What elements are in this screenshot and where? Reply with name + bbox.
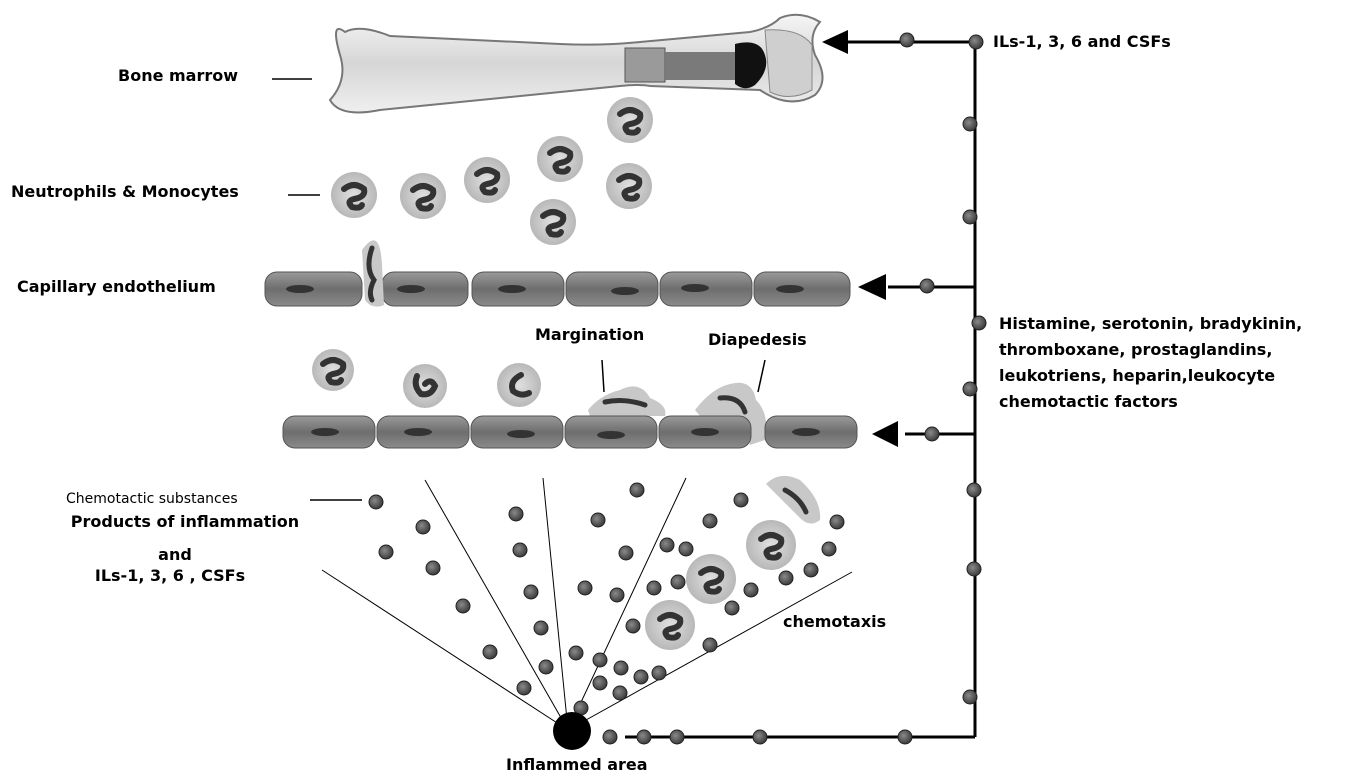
chemical-dot bbox=[671, 575, 685, 589]
chemical-dot bbox=[593, 676, 607, 690]
products-label-line2: and bbox=[120, 545, 230, 566]
chemical-dot bbox=[963, 690, 977, 704]
margination-label: Margination bbox=[535, 325, 644, 346]
chemical-dot bbox=[920, 279, 934, 293]
chemical-dot bbox=[578, 581, 592, 595]
upper-endothelium bbox=[265, 240, 850, 306]
chemical-dot bbox=[603, 730, 617, 744]
chemical-dot bbox=[456, 599, 470, 613]
chemical-dot bbox=[647, 581, 661, 595]
cell bbox=[403, 364, 447, 408]
chemical-dot bbox=[670, 730, 684, 744]
chemical-dot bbox=[593, 653, 607, 667]
chemical-dot bbox=[637, 730, 651, 744]
chemical-dot bbox=[967, 483, 981, 497]
chemical-dot bbox=[967, 562, 981, 576]
chemical-dot bbox=[569, 646, 583, 660]
cell bbox=[464, 157, 510, 203]
arrow-to-lower-endothelium bbox=[872, 421, 898, 447]
bone-marrow-label: Bone marrow bbox=[118, 66, 238, 87]
chemical-dot bbox=[634, 670, 648, 684]
chemical-dot bbox=[613, 686, 627, 700]
chemical-dot bbox=[513, 543, 527, 557]
chemical-dot bbox=[610, 588, 624, 602]
chemical-dot bbox=[963, 382, 977, 396]
products-label-line3: ILs-1, 3, 6 , CSFs bbox=[70, 566, 270, 587]
mediators-label-line4: chemotactic factors bbox=[999, 392, 1178, 413]
chemical-dot bbox=[524, 585, 538, 599]
arrow-to-bone bbox=[822, 30, 848, 54]
chemical-dot bbox=[830, 515, 844, 529]
neutrophils-label: Neutrophils & Monocytes bbox=[11, 182, 239, 203]
chemical-dot bbox=[744, 583, 758, 597]
chemical-dot bbox=[753, 730, 767, 744]
diffusion-fan-lines bbox=[322, 478, 852, 730]
lower-endothelium bbox=[283, 416, 857, 448]
chemical-dot bbox=[660, 538, 674, 552]
chemical-dot bbox=[822, 542, 836, 556]
chemical-dot bbox=[483, 645, 497, 659]
chemical-dot bbox=[509, 507, 523, 521]
chemical-dot bbox=[972, 316, 986, 330]
margination-pointer bbox=[602, 360, 604, 392]
cell bbox=[530, 199, 576, 245]
chemical-dot bbox=[900, 33, 914, 47]
chemical-dot bbox=[534, 621, 548, 635]
chemical-dot bbox=[898, 730, 912, 744]
feedback-arrows bbox=[822, 30, 898, 447]
chemical-dot bbox=[614, 661, 628, 675]
capillary-label: Capillary endothelium bbox=[17, 277, 216, 298]
cell bbox=[686, 554, 736, 604]
diapedesis-pointer bbox=[758, 360, 765, 392]
cell bbox=[497, 363, 541, 407]
chemotactic-dots bbox=[369, 483, 844, 715]
chemical-dot bbox=[626, 619, 640, 633]
inflamed-area-label: Inflammed area bbox=[506, 755, 648, 776]
cell bbox=[537, 136, 583, 182]
diapedesis-label: Diapedesis bbox=[708, 330, 807, 351]
products-label-line1: Products of inflammation bbox=[50, 512, 320, 533]
chemical-dot bbox=[725, 601, 739, 615]
chemotactic-substances-label: Chemotactic substances bbox=[66, 490, 238, 508]
chemical-dot bbox=[379, 545, 393, 559]
chemical-dot bbox=[925, 427, 939, 441]
chemical-dot bbox=[703, 514, 717, 528]
chemical-dot bbox=[369, 495, 383, 509]
chemical-dot bbox=[619, 546, 633, 560]
chemical-dot bbox=[630, 483, 644, 497]
arrow-to-upper-endothelium bbox=[858, 274, 886, 300]
chemical-dot bbox=[804, 563, 818, 577]
chemical-dot bbox=[679, 542, 693, 556]
cell bbox=[607, 97, 653, 143]
cell bbox=[746, 520, 796, 570]
chemical-dot bbox=[734, 493, 748, 507]
chemical-dot bbox=[539, 660, 553, 674]
chemical-dot bbox=[517, 681, 531, 695]
mediators-label-line2: thromboxane, prostaglandins, bbox=[999, 340, 1272, 361]
cell bbox=[312, 349, 354, 391]
cell bbox=[645, 600, 695, 650]
chemical-dot bbox=[591, 513, 605, 527]
mediators-label-line1: Histamine, serotonin, bradykinin, bbox=[999, 314, 1302, 335]
inflamed-area-marker bbox=[553, 712, 591, 750]
ils-csfs-label: ILs-1, 3, 6 and CSFs bbox=[993, 32, 1171, 53]
chemical-dot bbox=[652, 666, 666, 680]
chemical-dot bbox=[426, 561, 440, 575]
cell bbox=[606, 163, 652, 209]
chemical-dot bbox=[969, 35, 983, 49]
cell bbox=[400, 173, 446, 219]
cell bbox=[331, 172, 377, 218]
chemical-dot bbox=[416, 520, 430, 534]
mediators-label-line3: leukotriens, heparin,leukocyte bbox=[999, 366, 1275, 387]
chemical-dot bbox=[703, 638, 717, 652]
chemical-dot bbox=[963, 117, 977, 131]
chemical-dot bbox=[963, 210, 977, 224]
chemical-dot bbox=[779, 571, 793, 585]
bone-illustration bbox=[330, 15, 823, 113]
circulating-cells bbox=[331, 97, 653, 245]
chemotaxis-label: chemotaxis bbox=[783, 612, 886, 633]
